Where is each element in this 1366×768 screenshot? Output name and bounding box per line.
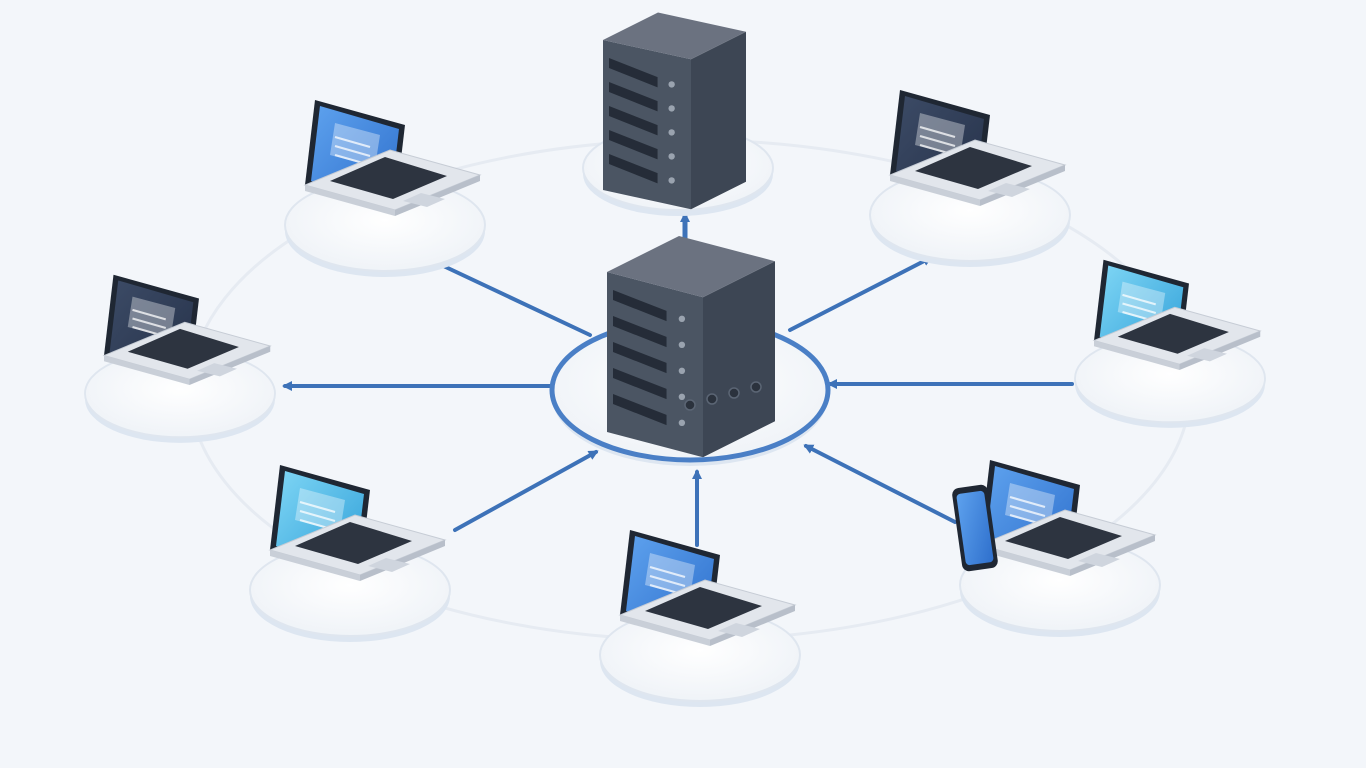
laptop-base-edge xyxy=(305,185,395,216)
screen-text-line xyxy=(919,134,956,148)
hub-server xyxy=(549,236,831,466)
upstream-server-box xyxy=(603,12,746,210)
laptop-base-edge xyxy=(980,165,1065,206)
upstream-server-box-led xyxy=(668,129,675,136)
hub-server-box-side xyxy=(703,261,775,458)
screen-text-line xyxy=(1122,293,1157,306)
trackpad xyxy=(1187,348,1227,362)
keyboard xyxy=(127,328,239,369)
laptop-base-edge xyxy=(710,605,795,646)
hub-port-1 xyxy=(684,399,696,411)
laptop-base-edge xyxy=(620,615,710,646)
screen-text-line xyxy=(1009,504,1046,518)
laptop-icon xyxy=(84,274,276,443)
screen-text-line xyxy=(132,317,167,329)
link-arrow-5 xyxy=(788,256,933,332)
laptop-base-edge xyxy=(1179,331,1261,370)
hub-server-box-drive-bay xyxy=(613,316,667,348)
laptop-base-edge xyxy=(360,540,445,581)
hub-port-4 xyxy=(750,381,762,393)
upstream-server-box-led xyxy=(668,81,675,88)
screen-text-line xyxy=(334,135,371,149)
laptop-base-edge xyxy=(1094,340,1180,370)
hub-server-box-drive-bay xyxy=(613,290,667,322)
hub-server-box-led xyxy=(678,315,686,322)
laptop-base-edge xyxy=(890,175,980,206)
screen-text-line xyxy=(1009,495,1046,509)
upstream-server-box-drive-bay xyxy=(609,130,658,160)
laptop-base-edge xyxy=(1070,535,1155,576)
hub-server-box-drive-bay xyxy=(613,394,667,426)
upstream-server-box-led xyxy=(668,177,675,184)
screen-text-line xyxy=(299,500,336,514)
screen-text-line xyxy=(334,144,371,158)
keyboard xyxy=(330,157,447,199)
keyboard xyxy=(1117,313,1229,354)
link-arrow-7 xyxy=(803,444,957,524)
hub-server-box-top xyxy=(607,236,775,298)
laptop-base-edge xyxy=(980,545,1070,576)
screen-text-line xyxy=(649,574,686,588)
trackpad xyxy=(1078,553,1120,567)
laptop-icon xyxy=(599,530,801,707)
screen-text-line xyxy=(299,509,336,523)
laptop-base-edge xyxy=(104,355,190,385)
laptop-base-edge xyxy=(189,346,271,385)
link-arrow-1 xyxy=(432,260,592,337)
screen-text-line xyxy=(132,308,167,321)
screen-text-line xyxy=(919,125,956,139)
hub-server-box-drive-bay xyxy=(613,368,667,400)
hub-port-3 xyxy=(728,387,740,399)
laptop-icon xyxy=(284,100,486,277)
upstream-server-box-top xyxy=(603,12,746,60)
trackpad xyxy=(403,193,445,207)
trackpad xyxy=(718,623,760,637)
hub-server-box-led xyxy=(678,419,686,426)
upstream-server-box-side xyxy=(691,31,746,210)
hub-server-box xyxy=(607,236,775,458)
trackpad xyxy=(368,558,410,572)
laptop-icon xyxy=(959,460,1161,637)
hub-server-box-led xyxy=(678,393,686,400)
upstream-server xyxy=(582,12,774,216)
link-arrow-3 xyxy=(453,450,599,532)
laptop-icon xyxy=(249,465,451,642)
laptop-base-edge xyxy=(270,550,360,581)
upstream-server-box-drive-bay xyxy=(609,82,658,112)
trackpad xyxy=(988,183,1030,197)
upstream-server-box-drive-bay xyxy=(609,58,658,88)
keyboard xyxy=(645,587,762,629)
laptop-icon xyxy=(1074,259,1266,428)
phone-screen xyxy=(956,490,994,566)
trackpad xyxy=(197,363,237,377)
upstream-server-box-led xyxy=(668,153,675,160)
connection-links xyxy=(282,212,1074,547)
screen-text-line xyxy=(649,565,686,579)
keyboard xyxy=(1005,517,1122,559)
keyboard xyxy=(915,147,1032,189)
upstream-server-box-led xyxy=(668,105,675,112)
client-devices xyxy=(84,90,1266,707)
hub-port-2 xyxy=(706,393,718,405)
smartphone-icon xyxy=(952,484,998,572)
hub-server-box-led xyxy=(678,341,686,348)
screen-text-line xyxy=(1122,302,1157,314)
laptop-base-edge xyxy=(395,175,480,216)
hub-server-box-led xyxy=(678,367,686,374)
keyboard xyxy=(295,522,412,564)
laptop-icon xyxy=(869,90,1071,267)
upstream-server-box-drive-bay xyxy=(609,154,658,184)
hub-server-box-drive-bay xyxy=(613,342,667,374)
upstream-server-box-drive-bay xyxy=(609,106,658,136)
